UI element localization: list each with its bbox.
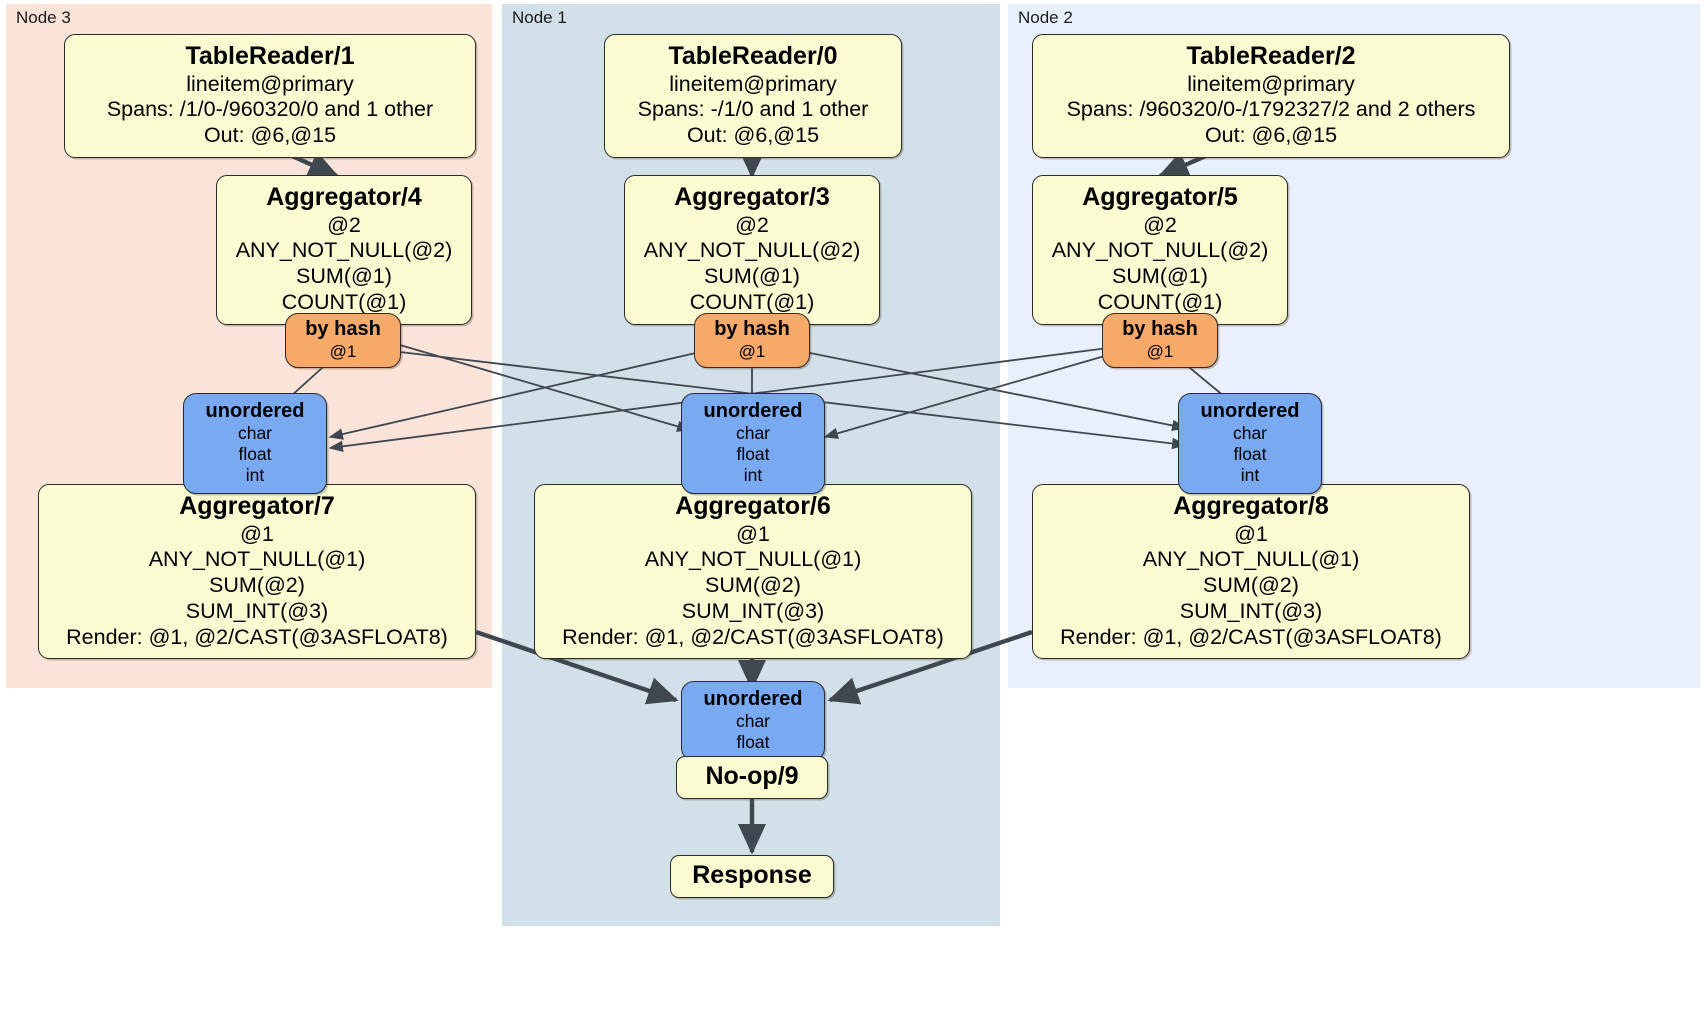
processor-detail-line: COUNT(@1): [1097, 289, 1223, 314]
processor-detail-line: @1: [736, 521, 770, 546]
processor-title: Aggregator/6: [675, 492, 831, 520]
processor-detail-line: ANY_NOT_NULL(@2): [1051, 238, 1269, 263]
processor-title: TableReader/1: [185, 42, 355, 70]
processor-title: Response: [692, 861, 812, 889]
processor-render-line: Render: @1, @2/CAST(@3ASFLOAT8): [1060, 624, 1442, 649]
processor-title: No-op/9: [705, 762, 799, 790]
processor-detail-line: lineitem@primary: [186, 71, 354, 96]
node-panel-label-node3: Node 3: [16, 8, 71, 27]
processor-title: Aggregator/3: [674, 183, 830, 211]
synchronizer-type-line: int: [245, 465, 265, 485]
router-by-hash-right[interactable]: by hash @1: [1102, 313, 1218, 369]
router-title: by hash: [714, 318, 790, 340]
processor-title: TableReader/0: [668, 42, 838, 70]
processor-tablereader-0[interactable]: TableReader/0 lineitem@primary Spans: -/…: [604, 34, 902, 158]
processor-title: TableReader/2: [1186, 42, 1356, 70]
processor-detail-line: SUM(@2): [1203, 573, 1299, 598]
processor-detail-line: Spans: /960320/0-/1792327/2 and 2 others: [1066, 97, 1476, 122]
router-by-hash-center[interactable]: by hash @1: [694, 313, 810, 369]
processor-aggregator-7[interactable]: Aggregator/7 @1 ANY_NOT_NULL(@1) SUM(@2)…: [38, 484, 476, 660]
processor-detail-line: @2: [1143, 212, 1177, 237]
synchronizer-type-line: float: [736, 444, 770, 464]
processor-detail-line: Out: @6,@15: [203, 123, 337, 148]
router-detail-line: @1: [1146, 341, 1174, 361]
synchronizer-unordered-center[interactable]: unordered char float int: [681, 393, 825, 494]
processor-detail-line: SUM(@2): [705, 573, 801, 598]
processor-title: Aggregator/7: [179, 492, 335, 520]
processor-noop-9[interactable]: No-op/9: [676, 756, 828, 799]
processor-detail-line: SUM(@2): [209, 573, 305, 598]
processor-detail-line: Spans: -/1/0 and 1 other: [637, 97, 869, 122]
processor-detail-line: ANY_NOT_NULL(@1): [1142, 547, 1360, 572]
processor-aggregator-3[interactable]: Aggregator/3 @2 ANY_NOT_NULL(@2) SUM(@1)…: [624, 175, 880, 325]
synchronizer-unordered-final[interactable]: unordered char float: [681, 681, 825, 761]
processor-render-line: Render: @1, @2/CAST(@3ASFLOAT8): [66, 624, 448, 649]
processor-detail-line: ANY_NOT_NULL(@1): [644, 547, 862, 572]
processor-detail-line: ANY_NOT_NULL(@1): [148, 547, 366, 572]
synchronizer-type-line: char: [735, 711, 771, 731]
synchronizer-type-line: char: [237, 423, 273, 443]
synchronizer-type-line: char: [735, 423, 771, 443]
synchronizer-title: unordered: [1200, 400, 1300, 422]
processor-detail-line: @2: [735, 212, 769, 237]
processor-tablereader-1[interactable]: TableReader/1 lineitem@primary Spans: /1…: [64, 34, 476, 158]
router-detail-line: @1: [329, 341, 357, 361]
processor-detail-line: SUM(@1): [704, 264, 800, 289]
processor-tablereader-2[interactable]: TableReader/2 lineitem@primary Spans: /9…: [1032, 34, 1510, 158]
processor-render-line: Render: @1, @2/CAST(@3ASFLOAT8): [562, 624, 944, 649]
processor-title: Aggregator/8: [1173, 492, 1329, 520]
processor-detail-line: Out: @6,@15: [1204, 123, 1338, 148]
processor-aggregator-5[interactable]: Aggregator/5 @2 ANY_NOT_NULL(@2) SUM(@1)…: [1032, 175, 1288, 325]
synchronizer-type-line: float: [736, 732, 770, 752]
router-title: by hash: [1122, 318, 1198, 340]
synchronizer-unordered-left[interactable]: unordered char float int: [183, 393, 327, 494]
processor-detail-line: ANY_NOT_NULL(@2): [235, 238, 453, 263]
processor-response[interactable]: Response: [670, 855, 834, 898]
node-panel-label-node2: Node 2: [1018, 8, 1073, 27]
processor-detail-line: Out: @6,@15: [686, 123, 820, 148]
processor-detail-line: SUM_INT(@3): [681, 598, 825, 623]
router-by-hash-left[interactable]: by hash @1: [285, 313, 401, 369]
router-title: by hash: [305, 318, 381, 340]
processor-detail-line: @1: [1234, 521, 1268, 546]
processor-detail-line: SUM_INT(@3): [1179, 598, 1323, 623]
processor-detail-line: SUM(@1): [296, 264, 392, 289]
processor-detail-line: SUM(@1): [1112, 264, 1208, 289]
processor-title: Aggregator/5: [1082, 183, 1238, 211]
processor-detail-line: lineitem@primary: [1187, 71, 1355, 96]
synchronizer-title: unordered: [703, 688, 803, 710]
synchronizer-title: unordered: [205, 400, 305, 422]
node-panel-label-node1: Node 1: [512, 8, 567, 27]
processor-detail-line: SUM_INT(@3): [185, 598, 329, 623]
synchronizer-unordered-right[interactable]: unordered char float int: [1178, 393, 1322, 494]
processor-detail-line: Spans: /1/0-/960320/0 and 1 other: [106, 97, 434, 122]
processor-detail-line: @2: [327, 212, 361, 237]
processor-detail-line: ANY_NOT_NULL(@2): [643, 238, 861, 263]
synchronizer-type-line: char: [1232, 423, 1268, 443]
synchronizer-type-line: int: [1240, 465, 1260, 485]
router-detail-line: @1: [738, 341, 766, 361]
processor-detail-line: COUNT(@1): [281, 289, 407, 314]
processor-aggregator-6[interactable]: Aggregator/6 @1 ANY_NOT_NULL(@1) SUM(@2)…: [534, 484, 972, 660]
processor-title: Aggregator/4: [266, 183, 422, 211]
processor-detail-line: COUNT(@1): [689, 289, 815, 314]
synchronizer-type-line: int: [743, 465, 763, 485]
synchronizer-type-line: float: [1233, 444, 1267, 464]
processor-detail-line: lineitem@primary: [669, 71, 837, 96]
processor-aggregator-8[interactable]: Aggregator/8 @1 ANY_NOT_NULL(@1) SUM(@2)…: [1032, 484, 1470, 660]
processor-aggregator-4[interactable]: Aggregator/4 @2 ANY_NOT_NULL(@2) SUM(@1)…: [216, 175, 472, 325]
synchronizer-title: unordered: [703, 400, 803, 422]
synchronizer-type-line: float: [238, 444, 272, 464]
processor-detail-line: @1: [240, 521, 274, 546]
